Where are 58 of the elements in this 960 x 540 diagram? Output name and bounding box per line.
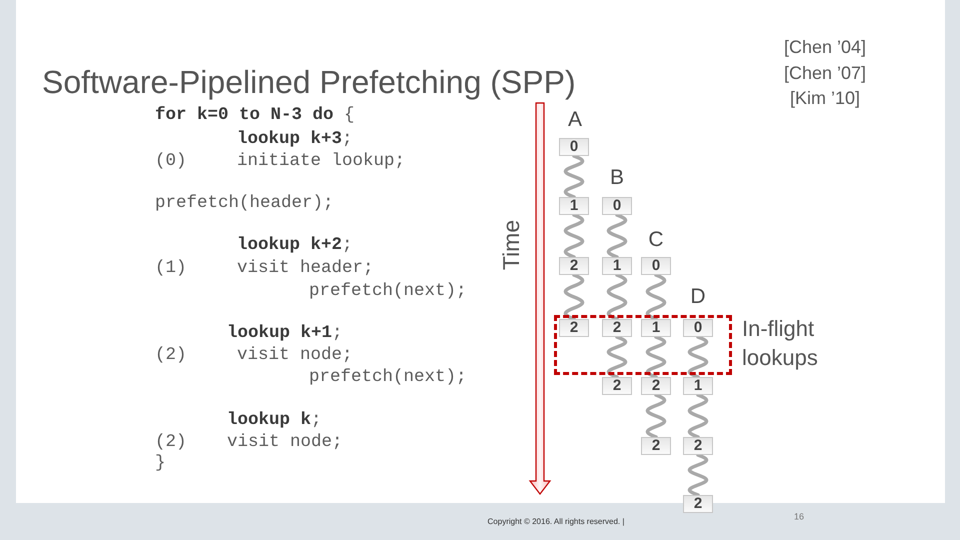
code-line: prefetch(next); [309,367,467,387]
code-line: visit node; [227,432,343,452]
region-label: In-flight lookups [742,315,819,372]
code-line: initiate lookup; [237,151,406,171]
dashed-region [554,315,732,375]
code-line: prefetch(next); [309,281,467,301]
page-number: 16 [794,512,804,522]
step-label: (0) [155,151,187,171]
code-line: prefetch(header); [155,193,334,213]
stage-box: 2 [559,319,589,337]
stage-box: 2 [602,377,632,395]
citation: [Kim ’10] [790,87,860,109]
wavy-connector [646,273,666,321]
wavy-connector [688,335,708,379]
code-line: visit header; [237,258,374,278]
stage-box: 1 [559,197,589,215]
stage-box: 2 [683,495,713,513]
wavy-connector [606,213,628,259]
wavy-connector [564,154,584,199]
wavy-connector [688,453,708,497]
wavy-connector [688,393,708,439]
code-line: } [155,453,166,473]
code-line: lookup k+1; [227,323,343,343]
stage-box: 2 [602,319,632,337]
copyright-text: Copyright © 2016. All rights reserved. | [488,517,624,527]
column-label: D [690,285,706,309]
stage-box: 2 [559,257,589,275]
stage-box: 2 [641,377,671,395]
stage-box: 0 [602,197,632,215]
code-line: lookup k+3; [237,129,353,149]
stage-box: 2 [641,437,671,455]
stage-box: 2 [683,437,713,455]
wavy-connector [564,213,584,259]
step-label: (2) [155,345,187,365]
stage-box: 0 [641,257,671,275]
citation: [Chen ’07] [784,62,866,84]
wavy-connector [646,335,666,379]
axis-label: Time [498,220,524,270]
step-label: (1) [155,258,187,278]
column-label: B [610,166,624,190]
column-label: C [648,228,664,252]
wavy-connector [606,273,628,321]
wavy-connector [564,273,584,321]
stage-box: 0 [559,138,589,156]
slide-title: Software-Pipelined Prefetching (SPP) [42,64,576,100]
step-label: (2) [155,432,187,452]
stage-box: 0 [683,319,713,337]
wavy-connector [606,335,628,379]
stage-box: 1 [641,319,671,337]
stage-box: 1 [602,257,632,275]
stage-box: 1 [683,377,713,395]
code-line: for k=0 to N-3 do { [155,105,355,125]
column-label: A [568,108,582,132]
code-line: lookup k+2; [237,235,353,255]
wavy-connector [646,393,666,439]
citation: [Chen ’04] [784,36,866,58]
code-line: lookup k; [227,410,322,430]
code-line: visit node; [237,345,353,365]
